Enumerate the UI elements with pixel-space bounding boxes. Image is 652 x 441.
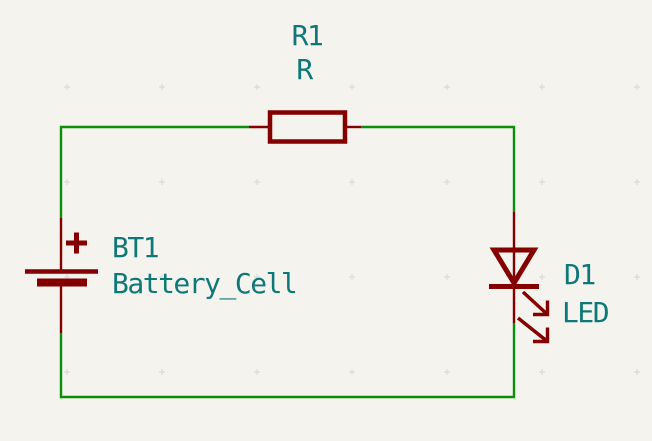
wire-battery-to-resistor[interactable] (59, 125, 249, 218)
battery-reference-label[interactable]: BT1 (112, 231, 160, 264)
led-emission-arrow-icon (521, 290, 550, 317)
wire-resistor-to-led[interactable] (361, 125, 516, 212)
led-triangle (489, 247, 539, 288)
led-emission-arrow-icon (516, 316, 550, 344)
resistor-body[interactable] (267, 110, 348, 144)
battery-plus-icon (66, 232, 87, 254)
led-symbol[interactable] (489, 212, 550, 344)
led-value-label[interactable]: LED (562, 296, 610, 329)
resistor-reference-label[interactable]: R1 (292, 19, 324, 52)
led-reference-label[interactable]: D1 (564, 258, 596, 291)
wire-led-to-battery[interactable] (59, 323, 516, 399)
battery-symbol[interactable] (25, 218, 98, 333)
battery-value-label[interactable]: Battery_Cell (112, 267, 298, 301)
resistor-symbol[interactable] (249, 110, 361, 144)
resistor-value-label[interactable]: R (296, 53, 315, 86)
